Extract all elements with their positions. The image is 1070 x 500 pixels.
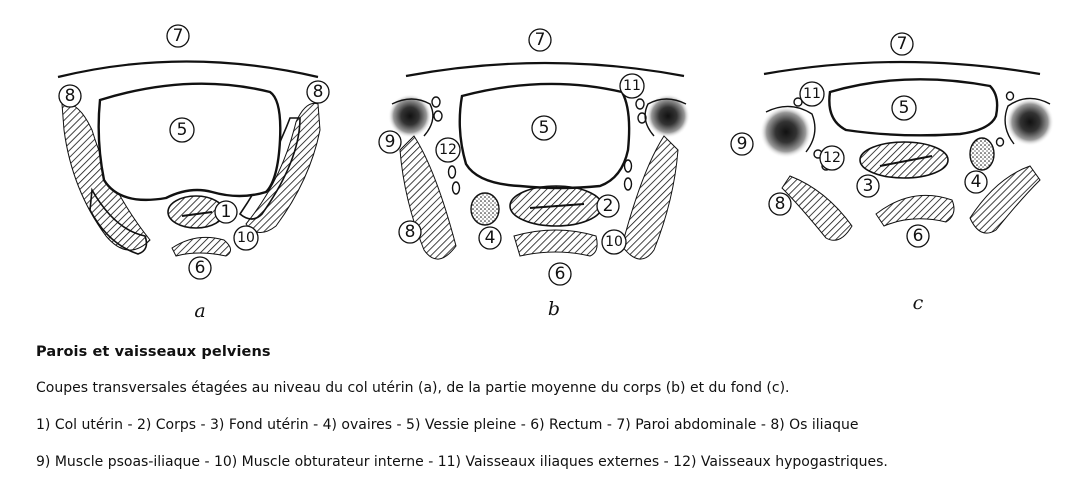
- label-2: 2: [603, 196, 614, 216]
- label-9: 9: [737, 134, 748, 154]
- psoas-left: [760, 106, 812, 158]
- iliac-bone-right: [621, 135, 679, 260]
- label-6: 6: [555, 264, 566, 284]
- label-9: 9: [385, 132, 396, 152]
- panel-a: [57, 60, 321, 257]
- rectum: [875, 194, 955, 227]
- abdominal-wall: [405, 61, 685, 78]
- label-12: 12: [439, 142, 457, 158]
- label-4: 4: [485, 228, 496, 248]
- label-5: 5: [539, 118, 550, 138]
- label-6: 6: [913, 226, 924, 246]
- caption-title: Parois et vaisseaux pelviens: [36, 344, 271, 360]
- ovary-right: [969, 137, 995, 171]
- iliac-bone-left: [781, 175, 853, 241]
- bladder: [97, 82, 282, 202]
- iliac-bone-right: [969, 165, 1041, 234]
- label-8: 8: [313, 82, 324, 102]
- label-5: 5: [899, 98, 910, 118]
- ovary-left: [470, 192, 500, 226]
- iliac-bone-right: [245, 102, 321, 233]
- label-8: 8: [405, 222, 416, 242]
- abdominal-wall: [763, 60, 1041, 76]
- psoas-right: [646, 94, 690, 138]
- label-1: 1: [221, 202, 232, 222]
- panel-letter-c: c: [913, 292, 924, 314]
- label-11: 11: [803, 86, 821, 102]
- abdominal-wall: [57, 60, 319, 79]
- label-4: 4: [971, 172, 982, 192]
- label-7: 7: [173, 26, 184, 46]
- label-8: 8: [65, 86, 76, 106]
- caption-legend-line-1: 1) Col utérin - 2) Corps - 3) Fond utéri…: [36, 417, 859, 433]
- psoas-right: [1006, 98, 1054, 146]
- label-12: 12: [823, 150, 841, 166]
- caption-description: Coupes transversales étagées au niveau d…: [36, 380, 790, 396]
- panel-letter-a: a: [194, 300, 205, 322]
- number-labels: [58, 24, 988, 286]
- iliac-bone-left: [399, 135, 457, 260]
- label-6: 6: [195, 258, 206, 278]
- panel-b: [388, 61, 690, 260]
- label-10: 10: [237, 230, 255, 246]
- uterine-fundus: [859, 141, 949, 179]
- rectum: [171, 236, 231, 257]
- figure-caption: Parois et vaisseaux pelviens Coupes tran…: [36, 340, 1056, 491]
- label-3: 3: [863, 176, 874, 196]
- caption-legend-line-2: 9) Muscle psoas-iliaque - 10) Muscle obt…: [36, 454, 888, 470]
- number-text: 7 8 8 5 1 10 6 7 11 9 12 5 8 4 2 10 6 7 …: [65, 26, 982, 284]
- psoas-left: [388, 94, 432, 138]
- rectum: [513, 229, 598, 257]
- label-5: 5: [177, 120, 188, 140]
- label-10: 10: [605, 234, 623, 250]
- label-7: 7: [897, 34, 908, 54]
- label-11: 11: [623, 78, 641, 94]
- panel-letter-b: b: [548, 298, 560, 320]
- pelvic-cross-section-figure: 7 8 8 5 1 10 6 7 11 9 12 5 8 4 2 10 6 7 …: [57, 24, 1054, 322]
- label-8: 8: [775, 194, 786, 214]
- obturator-muscle-left: [89, 187, 148, 255]
- label-7: 7: [535, 30, 546, 50]
